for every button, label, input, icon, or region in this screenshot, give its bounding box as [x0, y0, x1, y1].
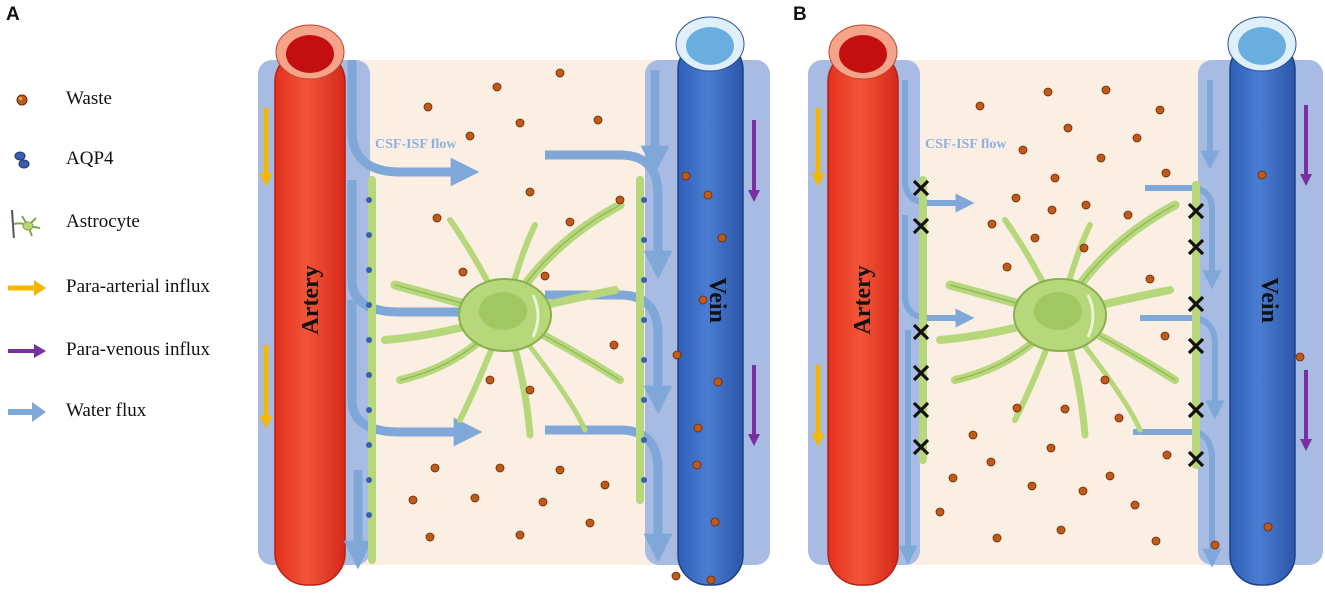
legend-label: Para-arterial influx	[66, 276, 211, 297]
vein-label: Vein	[1256, 277, 1282, 323]
legend-label: Waste	[66, 88, 112, 109]
legend-item-astrocyte: Astrocyte	[0, 208, 250, 238]
artery-label: Artery	[298, 265, 324, 334]
legend-item-water-flux: Water flux	[0, 397, 250, 427]
astrocyte-endfeet	[368, 176, 644, 564]
legend-item-aqp4: AQP4	[0, 145, 250, 175]
waste-particles	[935, 85, 1305, 550]
water-flux-arrows	[343, 60, 673, 570]
panel-b-label: B	[793, 4, 807, 25]
aqp4-channel-icon	[14, 151, 30, 169]
blocked-aqp4-marks	[912, 179, 1205, 468]
vein-label: Vein	[704, 277, 730, 323]
purple-arrow-icon	[8, 344, 46, 358]
flow-label: CSF-ISF flow	[925, 137, 1007, 152]
legend-label: AQP4	[66, 148, 114, 169]
legend-item-para-arterial: Para-arterial influx	[0, 273, 250, 303]
flow-label: CSF-ISF flow	[375, 137, 457, 152]
legend-label: Astrocyte	[66, 211, 140, 232]
panel-a-label: A	[6, 4, 20, 25]
legend-item-para-venous: Para-venous influx	[0, 336, 250, 366]
panel-a: Artery Vein CSF-ISF flow	[258, 16, 770, 586]
legend-item-waste: Waste	[0, 85, 250, 115]
aqp4-channels	[366, 197, 647, 518]
waste-dot-icon	[16, 94, 28, 106]
astrocyte-icon	[11, 209, 41, 238]
artery-label: Artery	[850, 265, 876, 334]
blue-arrow-icon	[8, 402, 46, 422]
legend-label: Para-venous influx	[66, 339, 211, 360]
waste-particles	[408, 68, 727, 585]
panel-b: Artery Vein CSF-ISF flow	[808, 16, 1323, 586]
water-flux-arrows	[898, 80, 1225, 568]
legend-label: Water flux	[66, 400, 147, 421]
yellow-arrow-icon	[8, 280, 46, 296]
